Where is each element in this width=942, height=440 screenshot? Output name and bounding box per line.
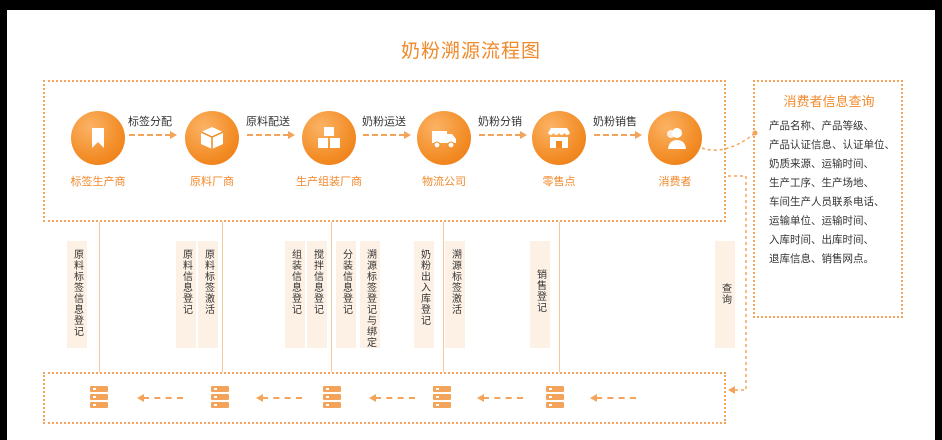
node-label-producer: 标签生产商 <box>58 111 138 189</box>
query-connector <box>728 175 747 394</box>
arrow-right-icon <box>594 131 642 139</box>
node-label: 生产组装厂商 <box>296 175 362 188</box>
arrow-left-icon <box>477 394 523 402</box>
node-label: 物流公司 <box>422 175 466 188</box>
node-label: 消费者 <box>658 175 692 188</box>
database-icon <box>546 386 564 408</box>
panel-line: 产品名称、产品等级、 <box>769 120 874 132</box>
flow-arrow-label: 奶粉分销 <box>478 115 522 128</box>
arrow-left-icon <box>256 394 302 402</box>
panel-line: 奶质来源、运输时间、 <box>769 158 874 170</box>
record-box: 原料标签激活 <box>198 241 218 348</box>
arrow-right-icon <box>129 131 177 139</box>
boxes-icon <box>302 111 356 165</box>
arrow-right-icon <box>479 131 527 139</box>
record-label: 分装信息登记 <box>340 249 352 315</box>
storage-container <box>43 372 726 424</box>
record-label: 搅拌信息登记 <box>311 249 323 315</box>
consumer-panel-connector <box>701 130 758 151</box>
node-assembly: 生产组装厂商 <box>289 111 369 189</box>
record-box: 组装信息登记 <box>285 241 305 348</box>
bookmark-icon <box>71 111 125 165</box>
record-box: 搅拌信息登记 <box>307 241 327 348</box>
user-icon <box>648 111 702 165</box>
record-label: 溯源标签登记与绑定 <box>364 249 376 348</box>
flow-arrow: 奶粉运送 <box>349 113 419 139</box>
consumer-panel-title: 消费者信息查询 <box>783 95 875 110</box>
flow-container <box>43 80 726 222</box>
record-box: 分装信息登记 <box>336 241 356 348</box>
record-box: 溯源标签激活 <box>445 241 465 348</box>
flow-arrow: 标签分配 <box>115 113 185 139</box>
record-label: 原料标签信息登记 <box>71 249 83 337</box>
record-label: 查询 <box>719 283 731 305</box>
flow-arrow-label: 原料配送 <box>246 115 290 128</box>
record-label: 销售登记 <box>534 269 546 313</box>
arrow-right-icon <box>363 131 411 139</box>
record-box: 溯源标签登记与绑定 <box>360 241 380 348</box>
box-icon <box>185 111 239 165</box>
record-box: 奶粉出入库登记 <box>414 241 434 348</box>
record-label: 原料信息登记 <box>180 249 192 315</box>
record-box: 原料信息登记 <box>176 241 196 348</box>
flow-arrow: 奶粉销售 <box>580 113 650 139</box>
panel-line: 生产工序、生产场地、 <box>769 177 874 189</box>
panel-line: 退库信息、销售网点。 <box>769 253 874 265</box>
connector-line <box>443 222 444 372</box>
database-icon <box>433 386 451 408</box>
record-box: 查询 <box>715 241 735 348</box>
arrow-left-icon <box>369 394 415 402</box>
database-icon <box>323 386 341 408</box>
flow-arrow-label: 奶粉销售 <box>593 115 637 128</box>
record-label: 奶粉出入库登记 <box>418 249 430 326</box>
database-icon <box>211 386 229 408</box>
connector-line <box>99 222 100 372</box>
connector-line <box>559 222 560 372</box>
record-label: 组装信息登记 <box>289 249 301 315</box>
truck-icon <box>417 111 471 165</box>
node-label: 原料厂商 <box>190 175 234 188</box>
panel-line: 产品认证信息、认证单位、 <box>769 139 895 151</box>
panel-line: 车间生产人员联系电话、 <box>769 196 885 208</box>
database-icon <box>90 386 108 408</box>
arrow-left-icon <box>137 394 183 402</box>
flow-arrow: 奶粉分销 <box>465 113 535 139</box>
node-raw-material: 原料厂商 <box>172 111 252 189</box>
record-box: 原料标签信息登记 <box>67 241 87 348</box>
record-box: 销售登记 <box>530 241 550 348</box>
node-label: 标签生产商 <box>70 175 126 188</box>
shop-icon <box>532 111 586 165</box>
panel-line: 入库时间、出库时间、 <box>769 234 874 246</box>
node-retail: 零售点 <box>519 111 599 189</box>
flow-arrow: 原料配送 <box>233 113 303 139</box>
flow-arrow-label: 标签分配 <box>128 115 172 128</box>
flow-arrow-label: 奶粉运送 <box>362 115 406 128</box>
arrow-left-icon <box>590 394 636 402</box>
record-label: 原料标签激活 <box>202 249 214 315</box>
panel-line: 运输单位、运输时间、 <box>769 215 874 227</box>
connector-line <box>331 222 332 372</box>
arrow-right-icon <box>247 131 295 139</box>
node-consumer: 消费者 <box>635 111 715 189</box>
consumer-info-panel <box>753 80 903 318</box>
record-label: 溯源标签激活 <box>449 249 461 315</box>
node-label: 零售点 <box>542 175 576 188</box>
connector-line <box>222 222 223 372</box>
node-logistics: 物流公司 <box>404 111 484 189</box>
page-title: 奶粉溯源流程图 <box>400 40 541 62</box>
